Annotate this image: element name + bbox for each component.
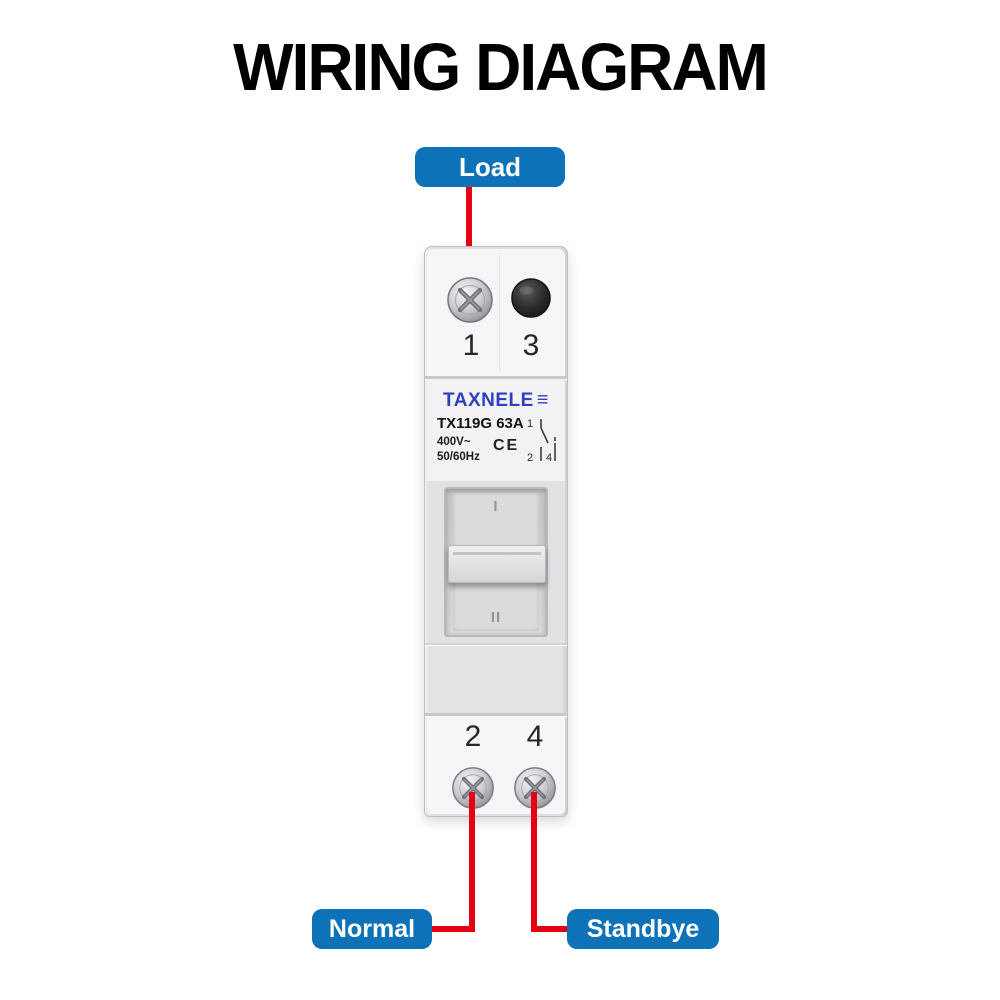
standbye-label: Standbye <box>567 909 719 949</box>
terminal-1-screw-icon <box>447 277 493 323</box>
load-label: Load <box>415 147 565 187</box>
changeover-switch: 1 3 TAXNELE≡ TX119G 63A 400V~ 50/60Hz CE… <box>424 246 568 817</box>
page-title: WIRING DIAGRAM <box>233 29 769 105</box>
panel-groove <box>425 376 567 379</box>
normal-wire <box>469 792 475 932</box>
panel-seam <box>499 255 500 371</box>
handle-ridge <box>453 552 541 555</box>
position-mark-top: I <box>493 498 499 515</box>
brand-row: TAXNELE≡ <box>427 389 565 412</box>
terminal-number-1: 1 <box>462 329 480 362</box>
toggle-handle <box>448 545 546 583</box>
toggle-panel: I II <box>448 493 546 631</box>
toggle-section: I II <box>427 481 565 643</box>
schematic-terminal-1: 1 <box>527 418 533 430</box>
contact-schematic-icon: 1 2 4 <box>527 418 556 464</box>
frequency-rating: 50/60Hz <box>437 451 480 463</box>
model-number: TX119G 63A <box>437 415 524 432</box>
brand-name: TAXNELE <box>443 390 534 411</box>
terminal-number-3: 3 <box>522 329 540 362</box>
rating-label: TAXNELE≡ TX119G 63A 400V~ 50/60Hz CE 1 2… <box>427 379 565 481</box>
top-terminal-block: 1 3 <box>427 249 565 376</box>
position-mark-bottom: II <box>490 609 502 626</box>
normal-label: Normal <box>312 909 432 949</box>
schematic-terminal-4: 4 <box>546 452 552 464</box>
panel-groove <box>425 713 567 716</box>
load-wire <box>466 187 472 262</box>
normal-wire-horizontal <box>430 926 475 932</box>
brand-logo-icon: ≡ <box>536 389 549 411</box>
ce-mark: CE <box>493 437 520 454</box>
terminal-number-4: 4 <box>526 720 544 753</box>
terminal-3-screw-icon <box>511 278 551 318</box>
bottom-terminal-block: 2 4 <box>427 716 565 814</box>
voltage-rating: 400V~ <box>437 436 471 448</box>
terminal-number-2: 2 <box>464 720 482 753</box>
standbye-wire <box>531 792 537 932</box>
panel-groove <box>425 643 567 645</box>
schematic-terminal-2: 2 <box>527 452 533 464</box>
toggle-recess: I II <box>444 487 548 637</box>
standbye-wire-horizontal <box>531 926 571 932</box>
